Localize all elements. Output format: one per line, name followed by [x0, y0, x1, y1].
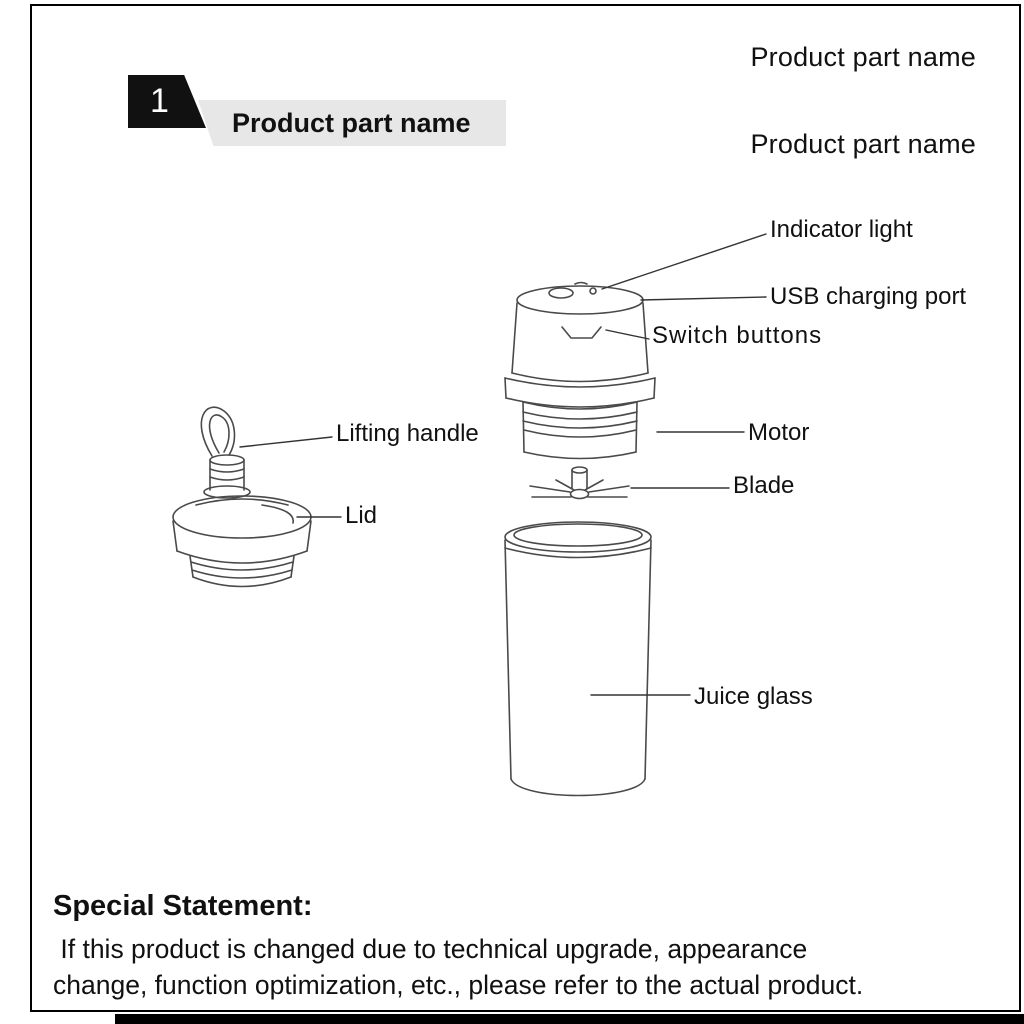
running-title-top: Product part name [750, 42, 976, 72]
motor-label: Motor [748, 419, 810, 446]
motor-unit-drawing [504, 281, 656, 460]
juice-glass-drawing [504, 521, 652, 797]
section-title: Product part name [232, 107, 471, 138]
special-statement: Special Statement: If this product is ch… [53, 890, 984, 1003]
running-title-bottom: Product part name [750, 129, 976, 159]
special-statement-line-1: If this product is changed due to techni… [53, 934, 808, 964]
special-statement-line-2: change, function optimization, etc., ple… [53, 970, 864, 1000]
usb-charging-port-label: USB charging port [770, 283, 967, 310]
lid-label: Lid [345, 502, 378, 529]
blade-drawing [529, 466, 630, 500]
lid-drawing [172, 406, 312, 588]
section-number-badge: 1 [128, 75, 206, 128]
leader-lines [239, 233, 767, 696]
switch-buttons-label: Switch buttons [652, 322, 823, 349]
section-title-band: Product part name [198, 100, 506, 146]
special-statement-title: Special Statement: [53, 890, 313, 922]
indicator-light-label: Indicator light [770, 216, 913, 243]
section-number: 1 [150, 82, 169, 120]
blade-label: Blade [733, 472, 795, 499]
lifting-handle-label: Lifting handle [336, 420, 479, 447]
bottom-black-bar [115, 1014, 1024, 1024]
juice-glass-label: Juice glass [694, 683, 813, 710]
